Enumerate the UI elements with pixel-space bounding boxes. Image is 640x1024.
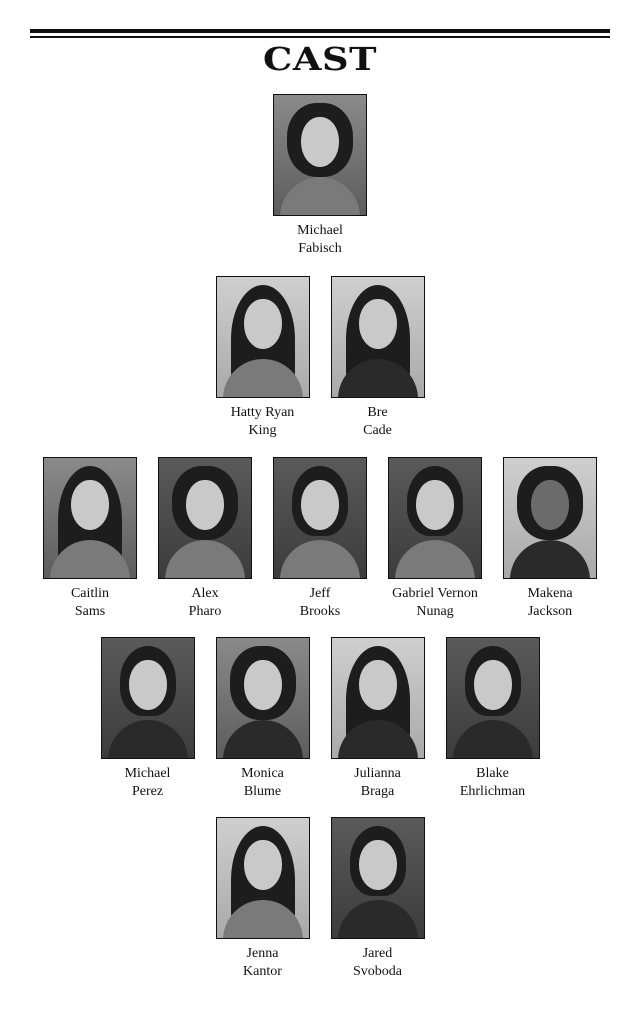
cast-member: Blake Ehrlichman [445,637,540,801]
last-name: King [248,423,277,438]
last-name: Svoboda [353,964,402,979]
cast-member-name: Michael Perez [125,765,171,801]
first-name: Gabriel Vernon [392,586,478,601]
first-name: Jared [362,946,393,961]
cast-row-3: Caitlin Sams Alex Pharo Jeff Brooks Gabr… [0,457,640,621]
top-rule-thick [30,29,610,33]
cast-member: Michael Fabisch [273,94,367,258]
headshot-photo [388,457,482,579]
headshot-photo [215,817,310,939]
first-name: Michael [124,766,171,781]
cast-member: Bre Cade [330,276,425,440]
headshot-photo [100,637,195,759]
cast-member-name: Blake Ehrlichman [460,765,525,801]
last-name: Ehrlichman [459,784,526,799]
cast-row-1: Michael Fabisch [0,94,640,258]
cast-member-name: Monica Blume [241,765,284,801]
headshot-photo [43,457,137,579]
cast-member: Michael Perez [100,637,195,801]
cast-member: Makena Jackson [503,457,597,621]
last-name: Sams [74,604,106,619]
first-name: Alex [191,586,219,601]
cast-member-name: Bre Cade [363,404,392,440]
cast-row-5: Jenna Kantor Jared Svoboda [0,817,640,981]
headshot-photo [445,637,540,759]
last-name: Jackson [527,604,573,619]
headshot-photo [215,637,310,759]
cast-member: Hatty Ryan King [215,276,310,440]
first-name: Hatty Ryan [230,405,295,420]
first-name: Blake [476,766,509,781]
first-name: Jeff [309,586,331,601]
headshot-photo [330,637,425,759]
last-name: Nunag [416,604,454,619]
first-name: Monica [241,766,284,781]
cast-member-name: Jenna Kantor [243,945,282,981]
headshot-photo [273,94,367,216]
last-name: Fabisch [298,241,342,256]
last-name: Kantor [243,964,282,979]
cast-member-name: Hatty Ryan King [231,404,295,440]
last-name: Perez [131,784,164,799]
cast-member: Gabriel Vernon Nunag [380,457,490,621]
headshot-photo [273,457,367,579]
headshot-photo [215,276,310,398]
cast-member-name: Caitlin Sams [71,585,109,621]
headshot-photo [158,457,252,579]
top-rule-thin [30,36,610,38]
cast-member-name: Makena Jackson [527,585,572,621]
cast-member-name: Jared Svoboda [353,945,402,981]
cast-member: Jared Svoboda [330,817,425,981]
cast-row-2: Hatty Ryan King Bre Cade [0,276,640,440]
last-name: Braga [360,784,395,799]
cast-member-name: Alex Pharo [189,585,222,621]
cast-row-4: Michael Perez Monica Blume Julianna Brag… [0,637,640,801]
first-name: Caitlin [70,586,110,601]
last-name: Blume [243,784,282,799]
last-name: Pharo [188,604,222,619]
cast-member: Jeff Brooks [273,457,367,621]
cast-member-name: Jeff Brooks [300,585,340,621]
last-name: Cade [363,423,392,438]
first-name: Jenna [246,946,279,961]
cast-member-name: Julianna Braga [354,765,401,801]
cast-member-name: Gabriel Vernon Nunag [392,585,478,621]
headshot-photo [503,457,597,579]
headshot-photo [330,276,425,398]
cast-member: Jenna Kantor [215,817,310,981]
headshot-photo [330,817,425,939]
first-name: Michael [297,223,343,238]
first-name: Julianna [354,766,401,781]
last-name: Brooks [299,604,341,619]
cast-member: Alex Pharo [158,457,252,621]
first-name: Makena [527,586,573,601]
page-title: CAST [262,40,378,78]
first-name: Bre [367,405,388,420]
cast-member: Monica Blume [215,637,310,801]
cast-member-name: Michael Fabisch [297,222,343,258]
cast-member: Caitlin Sams [43,457,137,621]
cast-member: Julianna Braga [330,637,425,801]
